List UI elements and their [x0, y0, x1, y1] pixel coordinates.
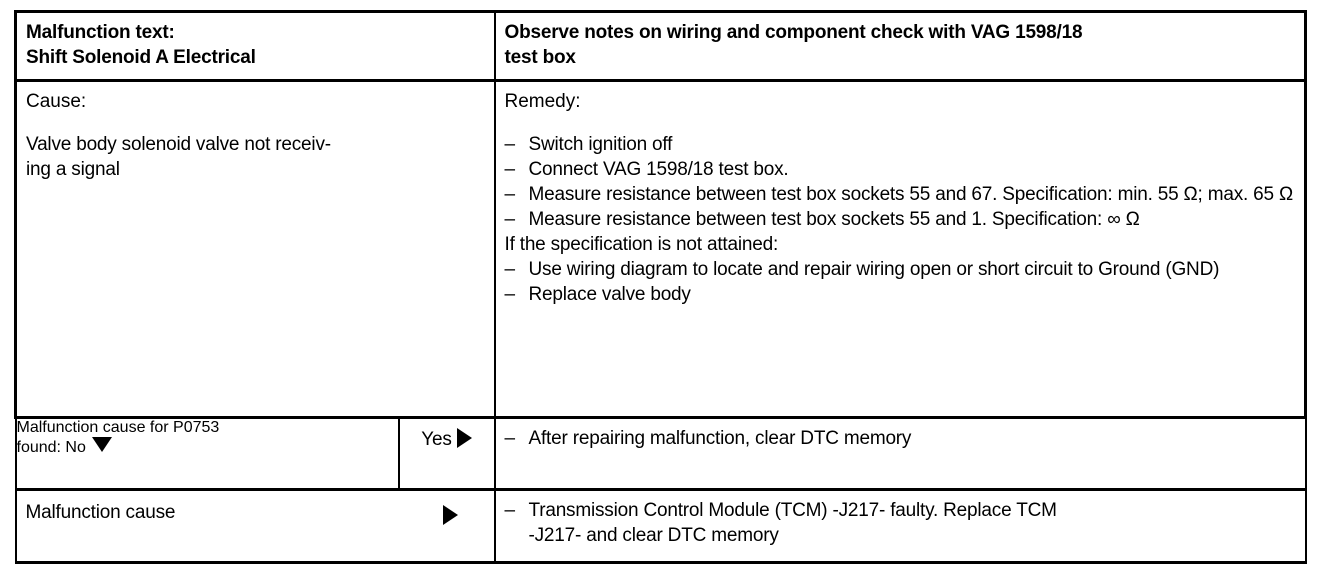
list-item-text: Replace valve body — [528, 284, 691, 305]
list-item: – Measure resistance between test box so… — [505, 207, 1296, 232]
table-row-cause-remedy: Cause: Valve body solenoid valve not rec… — [14, 79, 1307, 419]
list-item: – Switch ignition off — [505, 132, 1296, 157]
question-prompt-cell-2: Malfunction cause — [14, 488, 496, 564]
question-prompt-cell: Malfunction cause for P0753 found: No — [14, 416, 400, 491]
remedy-condition-text: If the specification is not attained: — [504, 234, 779, 255]
dash-bullet: – — [504, 134, 516, 155]
list-item-text: Use wiring diagram to locate and repair … — [528, 259, 1220, 280]
list-item-text: Switch ignition off — [528, 134, 673, 155]
table-row-question-tcm: Malfunction cause – Transmission Control… — [14, 488, 1307, 564]
dtc-fault-table: Malfunction text: Shift Solenoid A Elect… — [14, 10, 1307, 564]
list-item: – Replace valve body — [505, 282, 1296, 307]
list-item-text-line-1: Transmission Control Module (TCM) -J217-… — [528, 500, 1057, 521]
spacer — [505, 114, 1296, 132]
remedy-label: Remedy: — [504, 91, 581, 112]
spacer — [26, 114, 485, 132]
action-list: – After repairing malfunction, clear DTC… — [505, 426, 1296, 451]
list-item: – Transmission Control Module (TCM) -J21… — [505, 498, 1296, 548]
table-row-header: Malfunction text: Shift Solenoid A Elect… — [14, 10, 1307, 82]
triangle-down-icon — [91, 437, 112, 452]
malfunction-text-label: Malfunction text: — [26, 22, 175, 43]
remedy-list-primary: – Switch ignition off – Connect VAG 1598… — [505, 132, 1296, 307]
remedy-condition: If the specification is not attained: — [505, 232, 1296, 257]
dash-bullet: – — [504, 428, 516, 449]
notes-line-1: Observe notes on wiring and component ch… — [504, 22, 1083, 43]
list-item-text: Connect VAG 1598/18 test box. — [528, 159, 789, 180]
action-list-2: – Transmission Control Module (TCM) -J21… — [505, 498, 1296, 548]
answer-yes-cell[interactable]: Yes — [397, 416, 496, 491]
list-item: – After repairing malfunction, clear DTC… — [505, 426, 1296, 451]
question-prompt-2-text: Malfunction cause — [25, 502, 176, 523]
cause-text-line-1: Valve body solenoid valve not receiv- — [26, 134, 331, 155]
header-cell-malfunction-text: Malfunction text: Shift Solenoid A Elect… — [14, 10, 496, 82]
dash-bullet: – — [504, 159, 516, 180]
dash-bullet: – — [504, 184, 516, 205]
question-prompt-line-1: Malfunction cause for P0753 — [16, 419, 220, 436]
question-action-cell-2: – Transmission Control Module (TCM) -J21… — [493, 488, 1307, 564]
notes-line-2: test box — [504, 47, 576, 68]
list-item: – Use wiring diagram to locate and repai… — [505, 257, 1296, 282]
dash-bullet: – — [504, 209, 516, 230]
list-item-text: Measure resistance between test box sock… — [528, 184, 1294, 205]
dash-bullet: – — [504, 259, 516, 280]
remedy-cell: Remedy: – Switch ignition off – Connect … — [493, 79, 1307, 419]
answer-yes-label: Yes — [421, 429, 452, 450]
cause-cell: Cause: Valve body solenoid valve not rec… — [14, 79, 496, 419]
dash-bullet: – — [504, 500, 516, 521]
malfunction-text-value: Shift Solenoid A Electrical — [26, 47, 256, 68]
table-row-question-p0753: Malfunction cause for P0753 found: No Ye… — [14, 416, 1307, 491]
cause-label: Cause: — [26, 91, 87, 112]
dash-bullet: – — [504, 284, 516, 305]
triangle-right-icon — [456, 428, 472, 448]
list-item-text: Measure resistance between test box sock… — [528, 209, 1140, 230]
triangle-right-glyph — [442, 505, 458, 525]
question-prompt-line-2: found: No — [17, 437, 398, 457]
list-item: – Measure resistance between test box so… — [505, 182, 1296, 207]
question-answer-no: found: No — [16, 439, 86, 456]
list-item-text-line-2: -J217- and clear DTC memory — [528, 525, 779, 546]
question-action-cell: – After repairing malfunction, clear DTC… — [493, 416, 1307, 491]
cause-text-line-2: ing a signal — [26, 159, 120, 180]
list-item-text: After repairing malfunction, clear DTC m… — [528, 428, 912, 449]
header-cell-notes: Observe notes on wiring and component ch… — [493, 10, 1307, 82]
list-item: – Connect VAG 1598/18 test box. — [505, 157, 1296, 182]
triangle-right-icon-2 — [442, 505, 458, 527]
